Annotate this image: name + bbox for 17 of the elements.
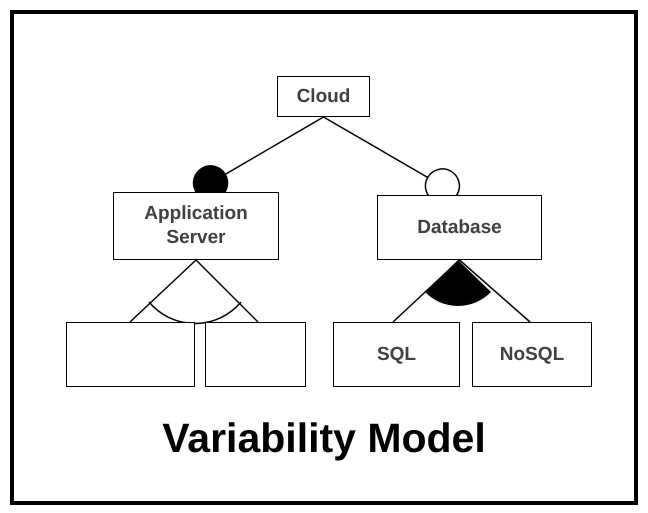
feature-box — [66, 322, 195, 387]
connector-line — [129, 259, 197, 323]
feature-label: Application Server — [143, 202, 249, 250]
connector-line — [392, 259, 460, 323]
connector-line — [195, 259, 259, 323]
feature-box — [113, 192, 279, 260]
feature-label: Cloud — [296, 84, 350, 108]
feature-box — [472, 322, 592, 387]
feature-label: SQL — [376, 342, 416, 366]
diagram-title: Variability Model — [161, 414, 487, 463]
feature-box — [377, 195, 542, 260]
feature-label: NoSQL — [500, 342, 564, 366]
feature-label: Database — [417, 216, 502, 240]
feature-box — [333, 322, 460, 387]
feature-box — [205, 322, 306, 387]
connector-line — [459, 259, 530, 323]
feature-box — [277, 76, 370, 117]
